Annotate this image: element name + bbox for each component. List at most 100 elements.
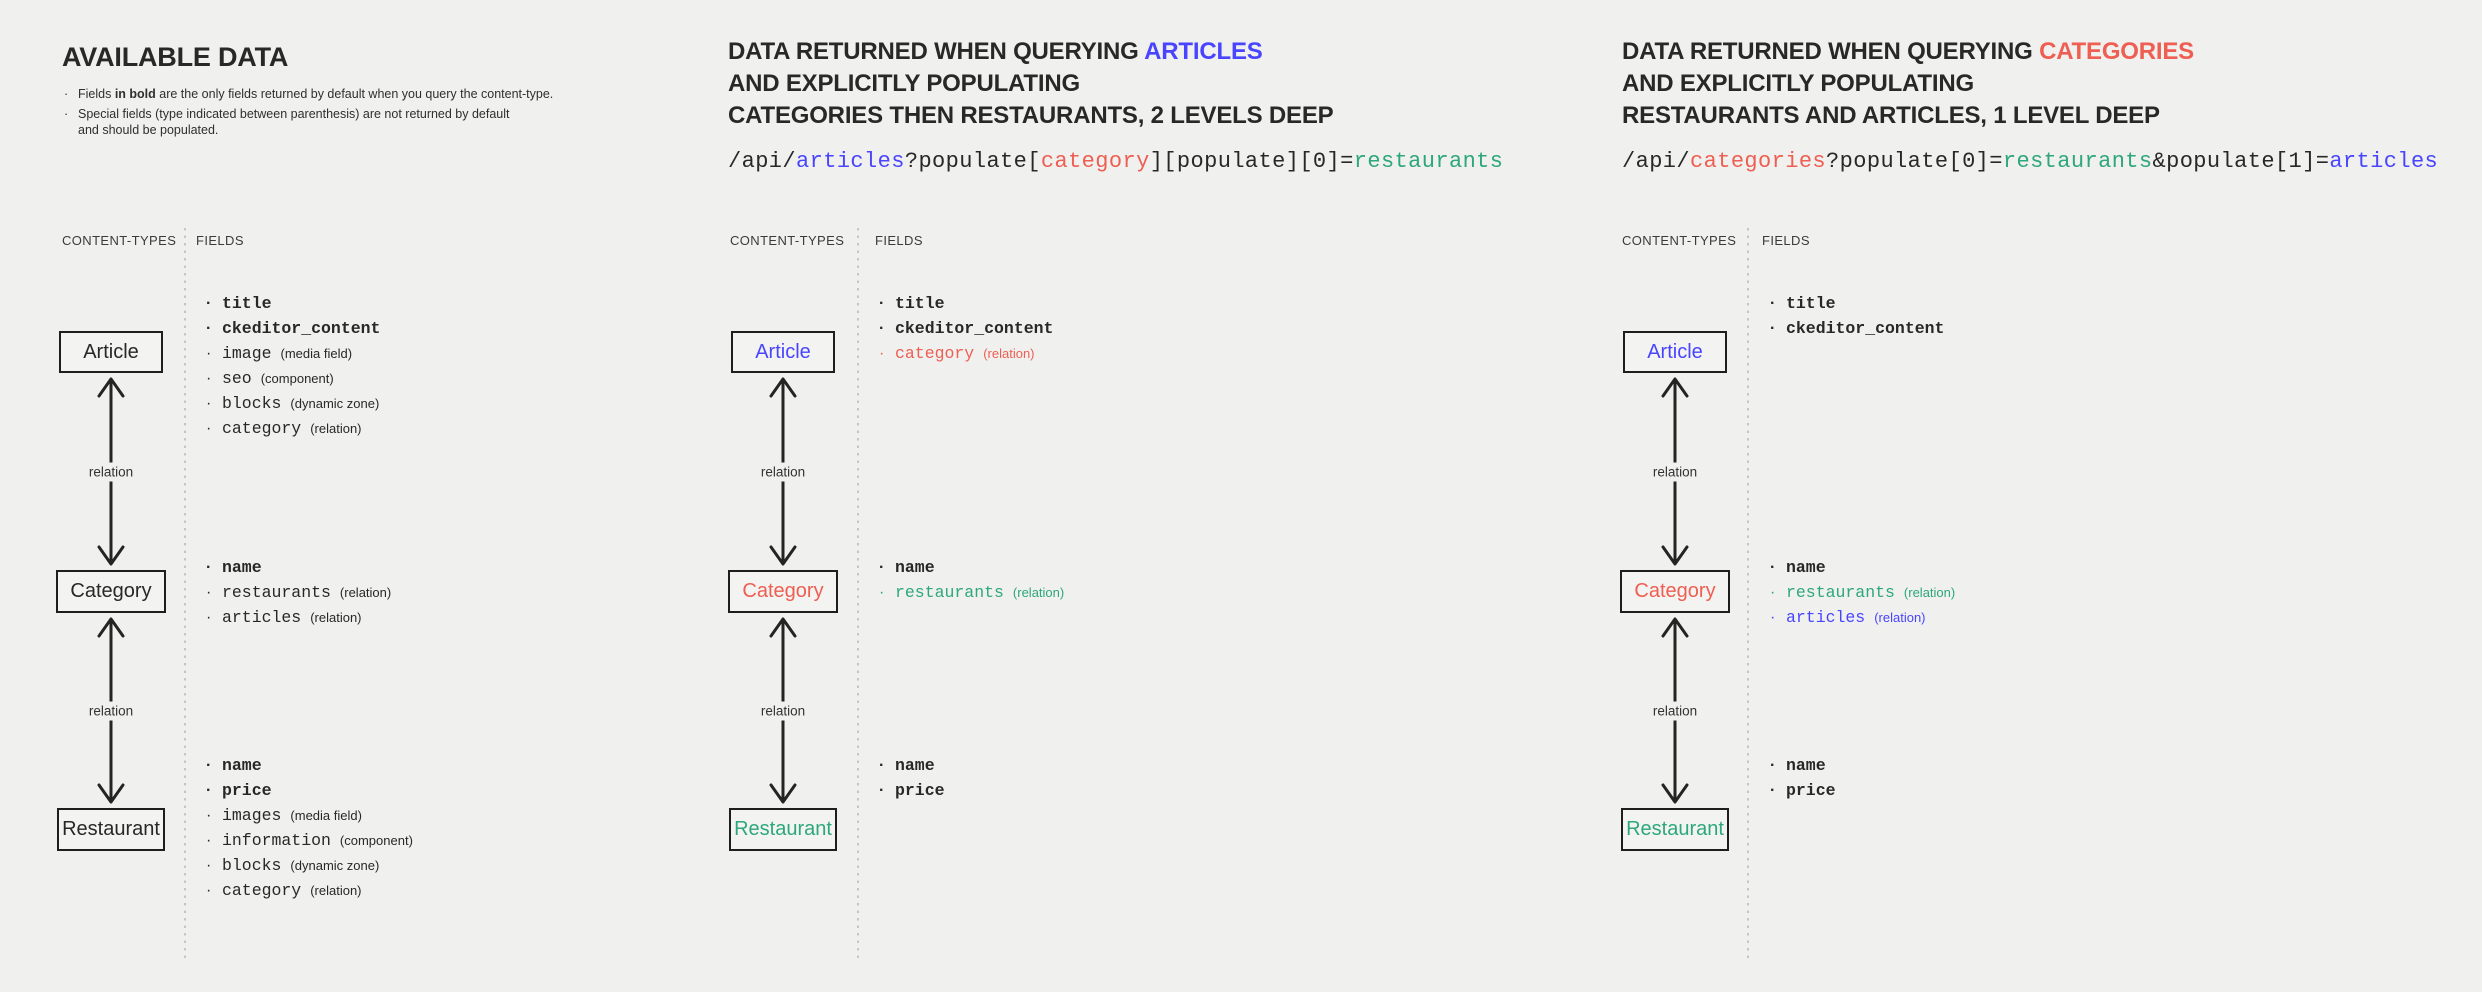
bullet-icon [206, 853, 222, 878]
bullet-icon [1770, 753, 1786, 778]
box-label: Category [742, 580, 824, 602]
content-type-box-restaurant: Restaurant [729, 808, 837, 851]
article-fields-list: title ckeditor_content category(relation… [879, 291, 1062, 366]
url-segment: restaurants [1353, 149, 1504, 174]
bullet-icon [879, 291, 895, 316]
bullet-icon [206, 753, 222, 778]
field-row: category(relation) [206, 878, 413, 903]
legend-notes: Fields in bold are the only fields retur… [64, 86, 644, 142]
relation-arrow: relation [753, 374, 813, 569]
content-type-box-category: Category [1620, 570, 1730, 613]
bullet-icon [206, 416, 222, 441]
relation-label: relation [81, 462, 141, 481]
field-name: images [222, 806, 282, 825]
bullet-icon [206, 580, 222, 605]
title-part: ARTICLES [1144, 38, 1263, 65]
bullet-icon [206, 341, 222, 366]
field-row: articles(relation) [1770, 605, 1955, 630]
field-type: (relation) [1874, 610, 1926, 625]
page-title: DATA RETURNED WHEN QUERYING CATEGORIES A… [1622, 36, 2194, 132]
field-row: name [879, 555, 1064, 580]
url-segment: articles [796, 149, 905, 174]
field-type: (relation) [339, 585, 392, 600]
url-segment: restaurants [2002, 149, 2153, 174]
title-part: DATA RETURNED WHEN QUERYING [1622, 38, 2040, 65]
bullet-icon [206, 555, 222, 580]
field-name: name [1786, 558, 1826, 577]
field-row: name [1770, 555, 1955, 580]
page-title: DATA RETURNED WHEN QUERYING ARTICLES AND… [728, 36, 1334, 132]
field-name: restaurants [222, 583, 331, 602]
bullet-icon [879, 580, 895, 605]
field-row: name [1770, 753, 1845, 778]
field-name: restaurants [1786, 583, 1895, 602]
dotted-divider [1747, 228, 1749, 958]
field-name: price [222, 781, 272, 800]
field-name: ckeditor_content [895, 319, 1054, 338]
box-label: Article [1647, 340, 1703, 363]
restaurant-fields-list: name price [879, 753, 954, 803]
field-row: name [206, 555, 391, 580]
field-name: name [222, 558, 262, 577]
box-label: Article [83, 340, 139, 363]
bullet-icon [1770, 316, 1786, 341]
field-name: articles [222, 608, 302, 627]
relation-label: relation [1645, 462, 1705, 481]
restaurant-fields-list: name price [1770, 753, 1845, 803]
dotted-divider [857, 228, 859, 958]
field-name: name [895, 558, 935, 577]
field-type: (dynamic zone) [290, 858, 380, 873]
note-part: Fields [78, 87, 115, 101]
field-type: (relation) [310, 883, 362, 898]
url-segment: ][populate][0]= [1149, 149, 1354, 174]
field-name: ckeditor_content [1786, 319, 1945, 338]
field-row: blocks (dynamic zone) [206, 853, 413, 878]
relation-label: relation [753, 701, 813, 720]
bullet-icon [206, 366, 222, 391]
field-row: price [879, 778, 954, 803]
field-type: (media field) [280, 346, 353, 361]
url-segment: categories [1690, 149, 1827, 174]
field-row: image(media field) [206, 341, 389, 366]
field-name: name [895, 756, 935, 775]
box-label: Article [755, 340, 811, 363]
restaurant-fields-list: name price images(media field) informati… [206, 753, 413, 903]
field-row: ckeditor_content [206, 316, 389, 341]
content-type-box-restaurant: Restaurant [1621, 808, 1729, 851]
title-line: AND EXPLICITLY POPULATING [728, 68, 1333, 100]
title-part: DATA RETURNED WHEN QUERYING [728, 38, 1145, 65]
article-fields-list: title ckeditor_content image(media field… [206, 291, 389, 441]
field-row: articles(relation) [206, 605, 391, 630]
field-row: title [879, 291, 1062, 316]
url-segment: category [1040, 149, 1150, 174]
box-label: Category [1634, 580, 1716, 602]
field-row: name [879, 753, 954, 778]
field-name: category [222, 419, 302, 438]
bullet-icon [64, 106, 78, 139]
bullet-icon [1770, 291, 1786, 316]
field-name: title [1786, 294, 1836, 313]
bullet-icon [206, 316, 222, 341]
url-segment: ?populate[ [904, 149, 1041, 174]
box-label: Restaurant [734, 818, 832, 840]
field-row: category(relation) [879, 341, 1062, 366]
field-name: blocks [222, 856, 282, 875]
bullet-icon [1770, 580, 1786, 605]
field-row: price [1770, 778, 1845, 803]
field-name: name [222, 756, 262, 775]
dotted-divider [184, 228, 186, 958]
title-part: CATEGORIES [2039, 38, 2194, 65]
title-part: CATEGORIES THEN RESTAURANTS, 2 LEVELS DE… [728, 102, 1334, 129]
content-type-box-article: Article [1623, 331, 1727, 373]
field-type: (component) [339, 833, 413, 848]
box-label: Restaurant [1626, 818, 1724, 840]
content-type-box-restaurant: Restaurant [57, 808, 165, 851]
category-fields-list: name restaurants (relation) articles(rela… [206, 555, 391, 630]
field-name: title [222, 294, 272, 313]
title-part: AND EXPLICITLY POPULATING [728, 70, 1080, 97]
title-part: AVAILABLE DATA [62, 42, 289, 72]
field-row: restaurants(relation) [1770, 580, 1955, 605]
field-row: seo(component) [206, 366, 389, 391]
title-line: AVAILABLE DATA [62, 40, 288, 74]
content-type-box-category: Category [728, 570, 838, 613]
